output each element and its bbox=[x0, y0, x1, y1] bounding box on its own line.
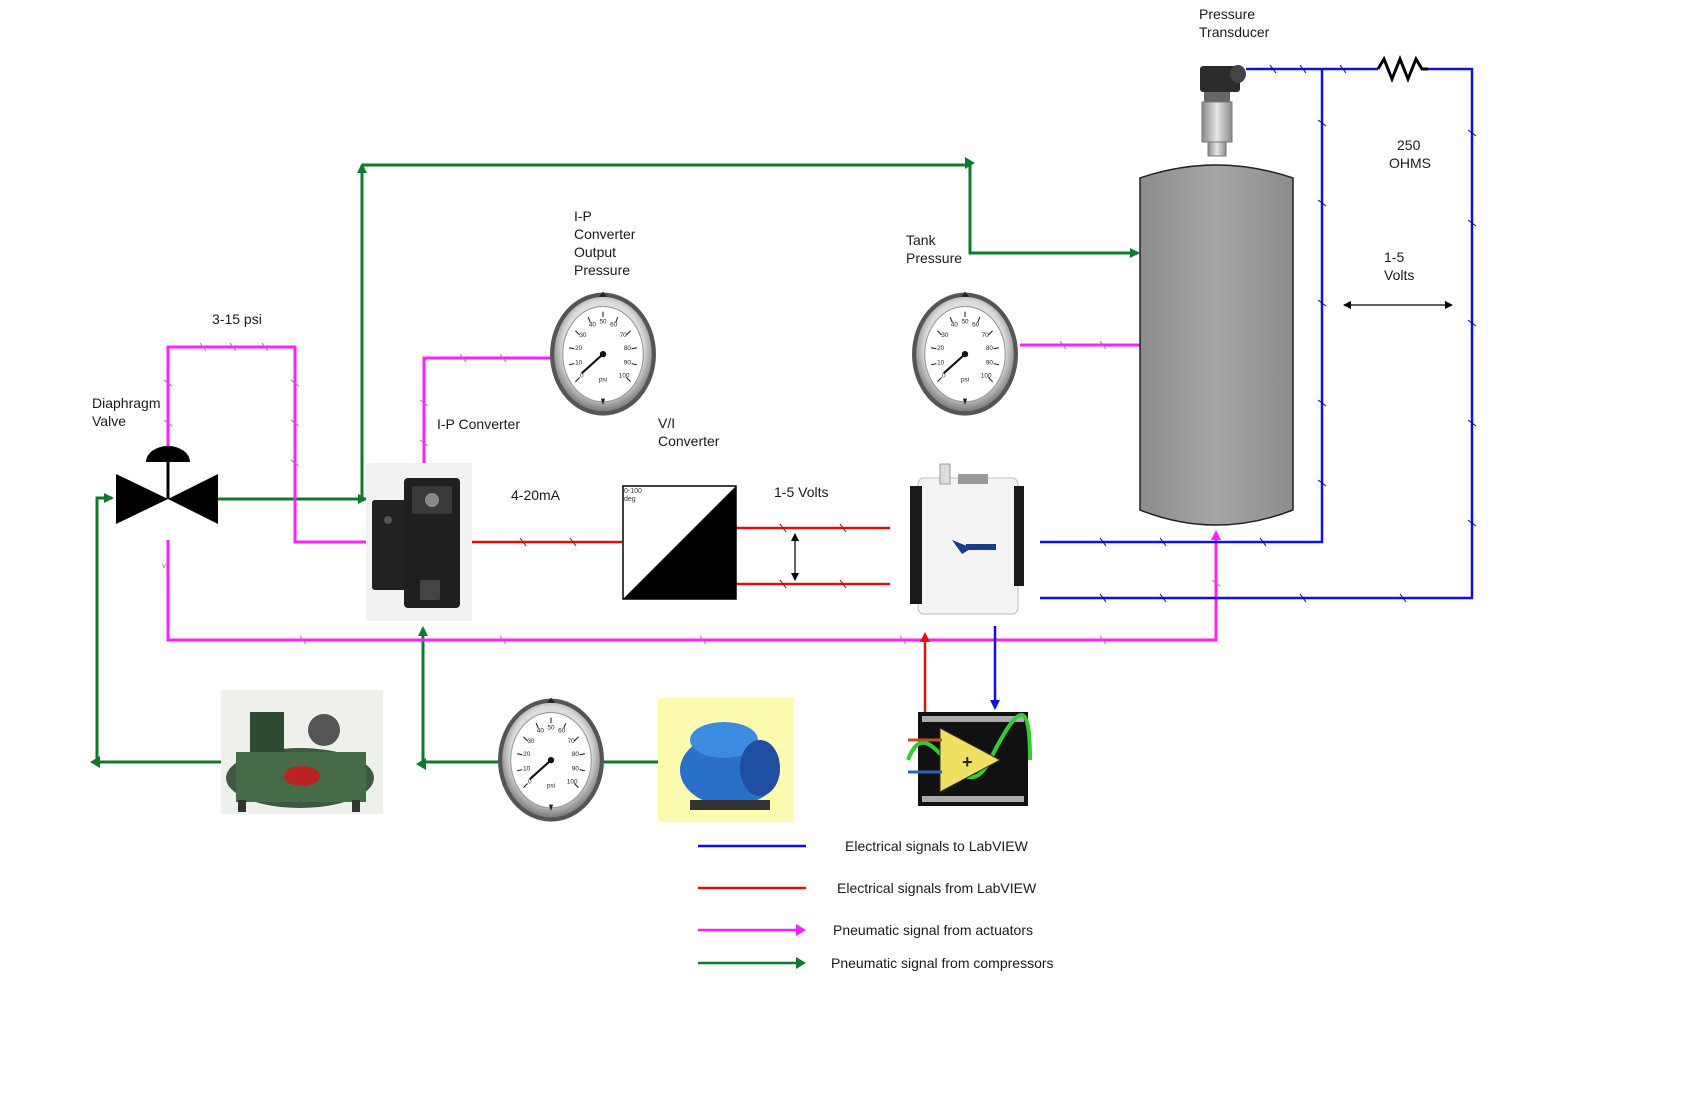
label-pressure-transducer: Transducer bbox=[1199, 24, 1270, 40]
label-diaphragm-valve: Valve bbox=[92, 413, 126, 429]
label-volts-right: Volts bbox=[1384, 267, 1414, 283]
label-vi-converter: Converter bbox=[658, 433, 720, 449]
label-vi-converter: V/I bbox=[658, 415, 675, 431]
legend-item: Pneumatic signal from actuators bbox=[698, 922, 1033, 938]
label-ip-output: Pressure bbox=[574, 262, 630, 278]
label-diaphragm-valve: Diaphragm bbox=[92, 395, 160, 411]
label-ip-output: I-P bbox=[574, 208, 592, 224]
diaphragm-valve-icon bbox=[116, 446, 218, 524]
pressure-gauge-icon bbox=[498, 696, 604, 822]
diagram-labels: Pressure Transducer 250 OHMS 1-5 Volts T… bbox=[92, 6, 1431, 570]
svg-text:+: + bbox=[962, 752, 973, 772]
red-electrical-lines bbox=[472, 526, 930, 712]
label-vi-box: 0-100 bbox=[624, 488, 642, 495]
label-ip-output: Output bbox=[574, 244, 616, 260]
legend-item: Electrical signals to LabVIEW bbox=[698, 838, 1029, 854]
tank bbox=[1139, 164, 1294, 526]
process-diagram-canvas: 01020 304050 607080 90100 psi bbox=[90, 6, 1477, 971]
process-diagram: 01020 304050 607080 90100 psi bbox=[90, 6, 1477, 971]
legend: Electrical signals to LabVIEW Electrical … bbox=[698, 838, 1054, 971]
labview-icon: + bbox=[906, 712, 1032, 806]
label-valve-tag: V1 bbox=[162, 564, 170, 570]
legend-label: Pneumatic signal from actuators bbox=[833, 922, 1033, 938]
daq-device-icon bbox=[910, 463, 1024, 615]
resistor-icon bbox=[1376, 54, 1428, 84]
label-ip-output: Converter bbox=[574, 226, 636, 242]
label-vi-box: deg bbox=[624, 496, 636, 503]
legend-item: Pneumatic signal from compressors bbox=[698, 955, 1054, 971]
green-pneumatic-lines bbox=[95, 161, 1140, 764]
ip-converter-icon bbox=[366, 463, 472, 621]
label-tank-pressure: Tank bbox=[906, 232, 937, 248]
legend-label: Electrical signals from LabVIEW bbox=[837, 880, 1037, 896]
label-volts-right: 1-5 bbox=[1384, 249, 1404, 265]
legend-label: Pneumatic signal from compressors bbox=[831, 955, 1054, 971]
small-compressor-icon bbox=[658, 698, 794, 822]
label-resistor: 250 bbox=[1397, 137, 1421, 153]
label-resistor: OHMS bbox=[1389, 155, 1431, 171]
label-ip-converter: I-P Converter bbox=[437, 416, 520, 432]
legend-item: Electrical signals from LabVIEW bbox=[698, 880, 1037, 896]
label-pressure-transducer: Pressure bbox=[1199, 6, 1255, 22]
legend-arrowhead bbox=[796, 924, 806, 936]
blue-electrical-lines bbox=[990, 67, 1474, 710]
air-compressor-icon bbox=[221, 690, 383, 814]
vi-converter-box bbox=[622, 485, 737, 600]
label-current-range: 4-20mA bbox=[511, 487, 561, 503]
label-psi-range: 3-15 psi bbox=[212, 311, 262, 327]
label-volts-mid: 1-5 Volts bbox=[774, 484, 828, 500]
pressure-transducer-icon bbox=[1200, 65, 1246, 157]
pressure-gauge-icon bbox=[550, 290, 656, 416]
label-tank-pressure: Pressure bbox=[906, 250, 962, 266]
legend-arrowhead bbox=[796, 957, 806, 969]
legend-label: Electrical signals to LabVIEW bbox=[845, 838, 1029, 854]
pressure-gauge-icon bbox=[912, 290, 1018, 416]
